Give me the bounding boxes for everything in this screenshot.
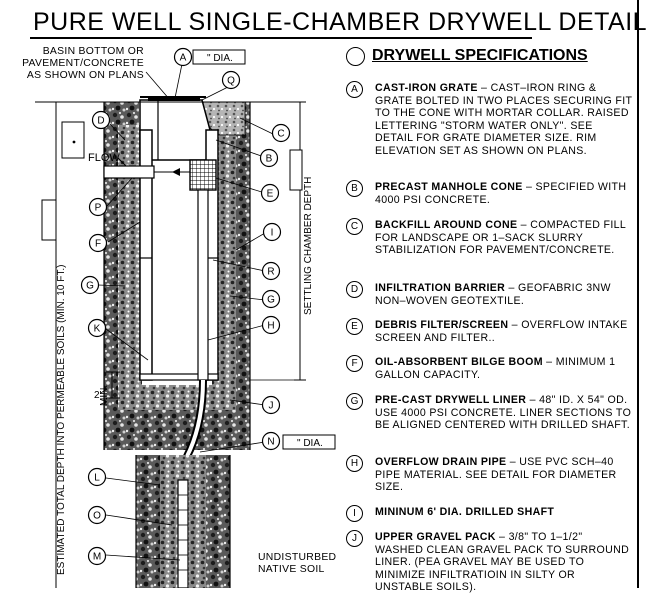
page-title: PURE WELL SINGLE-CHAMBER DRYWELL DETAIL <box>33 8 648 36</box>
settling-chamber-depth-label: SETTLING CHAMBER DEPTH <box>303 177 314 315</box>
callout-i-circle <box>262 222 282 242</box>
spec-f-text: – MINIMUM 1 GALLON CAPACITY. <box>375 356 616 381</box>
callout-o-letter: O <box>93 511 101 522</box>
callout-g-letter: G <box>86 281 94 292</box>
callout-h-letter: H <box>267 321 274 332</box>
callout-d-letter: D <box>97 116 104 127</box>
spec-f-marker: F <box>346 355 363 372</box>
spec-g-marker: G <box>346 393 363 410</box>
spec-j-text: – 3/8" TO 1–1/2" WASHED CLEAN GRAVEL PAC… <box>375 531 630 594</box>
callout-c-circle <box>271 123 291 143</box>
spec-c-text: – COMPACTED FILL FOR LANDSCAPE OR 1–SACK… <box>375 219 626 257</box>
callout-n-circle <box>261 431 281 451</box>
spec-e-name: DEBRIS FILTER/SCREEN <box>375 319 509 331</box>
callout-a-circle <box>173 47 193 67</box>
basin-note-line-2: PAVEMENT/CONCRETE <box>22 58 144 69</box>
title-underline <box>30 37 532 39</box>
callout-o-circle <box>87 505 107 525</box>
spec-c-marker: C <box>346 218 363 235</box>
overflow-drain-pipe <box>197 189 209 381</box>
callout-r-circle <box>261 261 281 281</box>
spec-e-text: – OVERFLOW INTAKE SCREEN AND FILTER.. <box>375 319 628 344</box>
specs-heading: DRYWELL SPECIFICATIONS <box>372 47 588 64</box>
spec-d-marker: D <box>346 281 363 298</box>
callout-e-letter: E <box>267 189 274 200</box>
spec-a-name: CAST-IRON GRATE <box>375 82 478 94</box>
spec-j-name: UPPER GRAVEL PACK <box>375 531 496 543</box>
spec-b-name: PRECAST MANHOLE CONE <box>375 181 523 193</box>
spec-f-name: OIL-ABSORBENT BILGE BOOM <box>375 356 543 368</box>
spec-g-name: PRE-CAST DRYWELL LINER <box>375 394 527 406</box>
callout-b-letter: B <box>266 154 273 165</box>
callout-q-circle <box>221 70 241 90</box>
callout-l-circle <box>87 467 107 487</box>
spec-j-marker: J <box>346 530 363 547</box>
callout-f-letter: F <box>95 239 101 250</box>
basin-note-line-1: BASIN BOTTOM OR <box>42 46 144 57</box>
callout-c-letter: C <box>277 129 284 140</box>
dia-n-label: " DIA. <box>297 438 323 449</box>
spec-d-text: – GEOFABRIC 3NW NON–WOVEN GEOTEXTILE. <box>375 282 611 307</box>
callout-d-circle <box>91 110 111 130</box>
frame-border <box>637 0 639 588</box>
callout-k-circle <box>87 318 107 338</box>
total-depth-label: ESTIMATED TOTAL DEPTH INTO PERMEABLE SOI… <box>56 265 67 575</box>
callout-a-letter: A <box>180 53 187 64</box>
callout-p-letter: P <box>95 203 102 214</box>
callout-k-letter: K <box>94 324 101 335</box>
spec-b-marker: B <box>346 180 363 197</box>
callout-b-circle <box>259 148 279 168</box>
soil-base <box>104 410 250 450</box>
spec-c-name: BACKFILL AROUND CONE <box>375 219 518 231</box>
basin-note-line-3: AS SHOWN ON PLANS <box>26 70 144 81</box>
callout-m-letter: M <box>93 552 101 563</box>
spec-i-name: MININUM 6' DIA. DRILLED SHAFT <box>375 506 555 518</box>
spec-h-name: OVERFLOW DRAIN PIPE <box>375 456 507 468</box>
spec-h-text: – USE PVC SCH–40 PIPE MATERIAL. SEE DETA… <box>375 456 617 494</box>
spec-g-text: – 48" ID. X 54" OD. USE 4000 PSI CONCRET… <box>375 394 632 432</box>
callout-g-circle <box>261 289 281 309</box>
spec-b-text: – SPECIFIED WITH 4000 PSI CONCRETE. <box>375 181 627 206</box>
min-label: MIN. <box>99 385 110 406</box>
cast-iron-grate <box>148 96 200 101</box>
liner-bottom <box>139 373 219 381</box>
undisturbed-soil-note: UNDISTURBED NATIVE SOIL <box>258 552 336 576</box>
callout-l-letter: L <box>94 473 100 484</box>
callout-p-circle <box>88 197 108 217</box>
spec-h-marker: H <box>346 455 363 472</box>
callout-g-letter: G <box>267 295 275 306</box>
spec-e-marker: E <box>346 318 363 335</box>
callout-m-circle <box>87 546 107 566</box>
grate-ring <box>140 96 206 98</box>
callout-h-circle <box>261 315 281 335</box>
spec-i-marker: I <box>346 505 363 522</box>
dia-top-label: " DIA. <box>207 53 233 64</box>
debris-filter-screen <box>189 159 217 191</box>
inflow-pipe <box>103 165 155 179</box>
undisturbed-line-1: UNDISTURBED <box>258 552 337 563</box>
spec-a-marker: A <box>346 81 363 98</box>
perforated-pipe <box>177 479 189 588</box>
callout-j-circle <box>261 395 281 415</box>
callout-f-circle <box>88 233 108 253</box>
min-2ft-label: 2' <box>94 390 102 401</box>
callout-e-circle <box>260 183 280 203</box>
undisturbed-line-2: NATIVE SOIL <box>258 564 325 575</box>
callout-q-letter: Q <box>227 76 235 87</box>
specs-heading-circle <box>346 47 365 66</box>
callout-n-letter: N <box>267 437 274 448</box>
callout-i-letter: I <box>271 228 274 239</box>
flow-label: FLOW <box>88 152 120 164</box>
callout-j-letter: J <box>269 401 274 412</box>
callout-g-circle <box>80 275 100 295</box>
callout-r-letter: R <box>267 267 274 278</box>
spec-d-name: INFILTRATION BARRIER <box>375 282 506 294</box>
spec-a-text: – CAST–IRON RING & GRATE BOLTED IN TWO P… <box>375 82 633 157</box>
drywell-cross-section: SETTLING CHAMBER DEPTH ESTIMATED TOTAL D… <box>35 47 336 588</box>
basin-note: BASIN BOTTOM OR PAVEMENT/CONCRETE AS SHO… <box>22 46 144 82</box>
